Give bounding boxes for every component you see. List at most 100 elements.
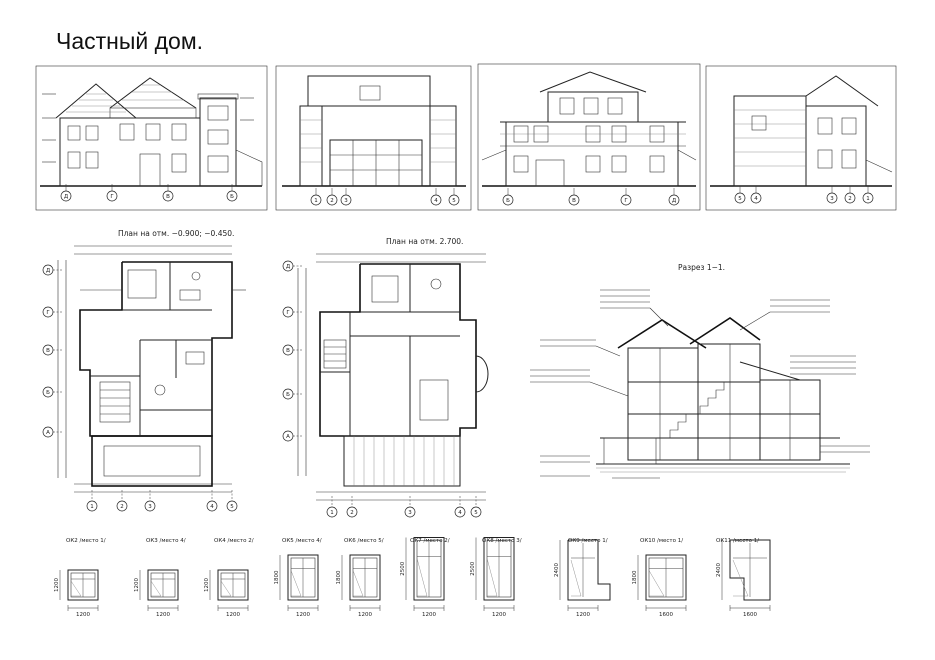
svg-text:Б: Б (506, 198, 510, 204)
elevation-2-axis-5: 5 (448, 194, 460, 206)
plan-2-row-axis-1: Д (282, 260, 294, 272)
window-1-width: 1200 (76, 612, 90, 618)
window-2-height: 1200 (134, 578, 140, 592)
plan-1-col-axis-1: 1 (86, 500, 98, 512)
elevation-1-axis-4: Б (226, 190, 238, 202)
svg-text:Г: Г (46, 310, 50, 316)
elevation-3-axis-2: В (568, 194, 580, 206)
svg-text:3: 3 (344, 198, 348, 204)
svg-text:В: В (46, 348, 50, 354)
elevation-1-axis-1: Д (60, 190, 72, 202)
window-1-height: 1200 (54, 578, 60, 592)
window-4-width: 1200 (296, 612, 310, 618)
svg-text:Г: Г (286, 310, 290, 316)
svg-text:В: В (572, 198, 576, 204)
sheet-title: Частный дом. (56, 28, 204, 54)
svg-text:3: 3 (408, 510, 412, 516)
window-6: ОК7 /место 2/1200 2500 (400, 537, 450, 618)
window-9-height: 1800 (632, 570, 638, 584)
plan-1-row-axis-5: А (42, 426, 54, 438)
svg-text:3: 3 (148, 504, 152, 510)
window-10-height: 2400 (716, 563, 722, 577)
svg-text:А: А (286, 434, 290, 440)
svg-text:4: 4 (210, 504, 214, 510)
elevation-2-axis-1: 1 (310, 194, 322, 206)
svg-text:4: 4 (754, 196, 758, 202)
elevation-4-axis-3: 3 (826, 192, 838, 204)
svg-text:5: 5 (474, 510, 478, 516)
svg-text:Д: Д (46, 268, 51, 274)
elevation-4-axis-1: 5 (734, 192, 746, 204)
plan-2-row-axis-3: В (282, 344, 294, 356)
elevation-3-axis-3: Г (620, 194, 632, 206)
svg-text:4: 4 (458, 510, 462, 516)
svg-text:В: В (286, 348, 290, 354)
svg-text:3: 3 (830, 196, 834, 202)
svg-text:Б: Б (230, 194, 234, 200)
svg-text:Д: Д (672, 198, 677, 204)
elevation-3: Б В Г Д (477, 63, 701, 211)
plan-2-row-axis-4: Б (282, 388, 294, 400)
plan-2-title: План на отм. 2.700. (386, 237, 463, 246)
plan-2-col-axis-3: 3 (404, 506, 416, 518)
svg-text:2: 2 (350, 510, 354, 516)
elevation-4-axis-2: 4 (750, 192, 762, 204)
svg-text:Д: Д (286, 264, 291, 270)
svg-text:5: 5 (738, 196, 742, 202)
window-6-width: 1200 (422, 612, 436, 618)
elevation-4-axis-4: 2 (844, 192, 856, 204)
plan-1-row-axis-3: В (42, 344, 54, 356)
plan-2-col-axis-5: 5 (470, 506, 482, 518)
svg-text:Г: Г (624, 198, 628, 204)
plan-2-col-axis-4: 4 (454, 506, 466, 518)
elevation-1-axis-3: В (162, 190, 174, 202)
svg-text:2: 2 (848, 196, 852, 202)
window-7-label: ОК8 /место 3/ (482, 538, 522, 544)
window-6-label: ОК7 /место 2/ (410, 538, 450, 544)
window-2-width: 1200 (156, 612, 170, 618)
plan-1-title: План на отм. −0.900; −0.450. (118, 229, 234, 238)
window-5-label: ОК6 /место 5/ (344, 538, 384, 544)
svg-text:1: 1 (314, 198, 318, 204)
svg-text:Г: Г (110, 194, 114, 200)
window-10-label: ОК11 /место 1/ (716, 538, 759, 544)
plan-1-row-axis-2: Г (42, 306, 54, 318)
plan-2-row-axes: Д Г В Б А (282, 260, 302, 442)
plan-2-row-axis-2: Г (282, 306, 294, 318)
svg-text:5: 5 (230, 504, 234, 510)
window-1-label: ОК2 /место 1/ (66, 538, 106, 544)
elevation-1-axis-2: Г (106, 190, 118, 202)
elevation-2-axis-3: 3 (340, 194, 352, 206)
svg-text:2: 2 (120, 504, 124, 510)
window-1: ОК2 /место 1/1200 1200 (54, 538, 106, 618)
window-8-width: 1200 (576, 612, 590, 618)
svg-text:А: А (46, 430, 50, 436)
window-3-label: ОК4 /место 2/ (214, 538, 254, 544)
plan-1-col-axis-2: 2 (116, 500, 128, 512)
svg-text:4: 4 (434, 198, 438, 204)
window-3-width: 1200 (226, 612, 240, 618)
plan-1-col-axis-4: 4 (206, 500, 218, 512)
elevation-3-axes: Б В Г Д (502, 188, 680, 206)
window-8-label: ОК9 /место 1/ (568, 538, 608, 544)
elevation-2-axis-2: 2 (326, 194, 338, 206)
plan-1-col-axis-5: 5 (226, 500, 238, 512)
plan-2-col-axis-2: 2 (346, 506, 358, 518)
window-6-height: 2500 (400, 561, 406, 575)
svg-text:1: 1 (90, 504, 94, 510)
section-1-1: Разрез 1−1. (530, 263, 870, 479)
